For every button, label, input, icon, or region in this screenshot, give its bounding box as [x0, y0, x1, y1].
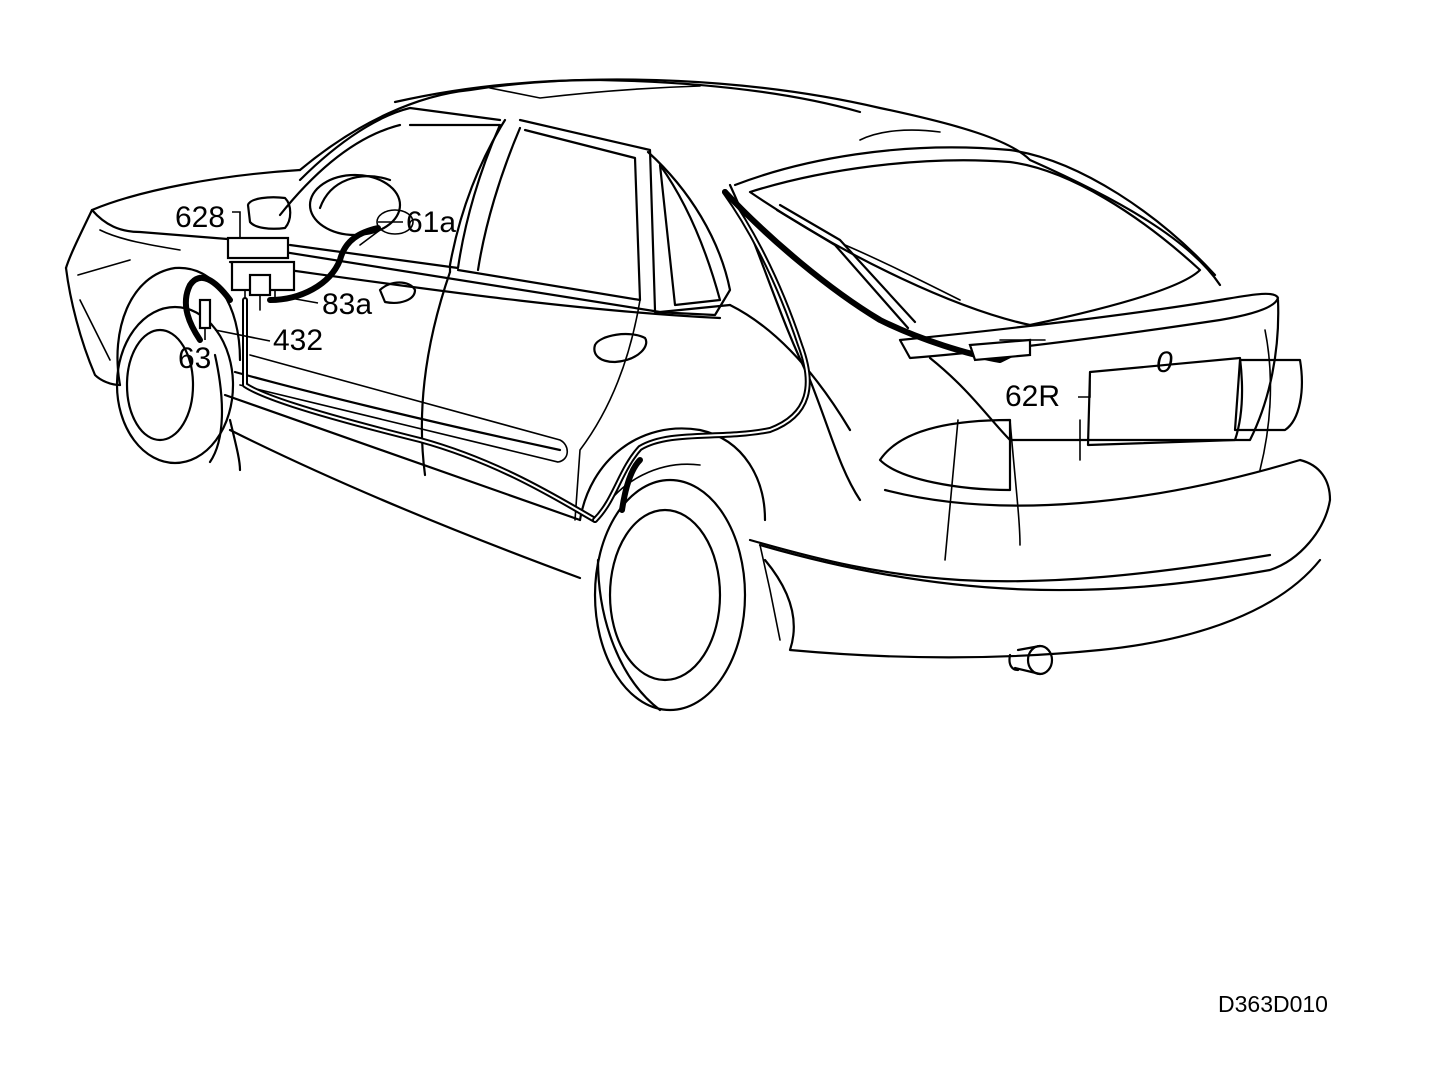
callout-62R: 62R	[1005, 380, 1060, 413]
callout-61a: 61a	[406, 206, 456, 239]
callout-leaders	[204, 211, 1091, 398]
callout-432: 432	[273, 324, 323, 357]
drawing-code: D363D010	[1218, 991, 1328, 1017]
callout-83a: 83a	[322, 288, 372, 321]
callout-labels: 628 61a 83a 432 63 62R 0	[175, 201, 1173, 413]
callout-63: 63	[178, 342, 211, 375]
callout-628: 628	[175, 201, 225, 234]
wiring-harness	[182, 189, 1046, 523]
rear-badge: 0	[1156, 346, 1173, 379]
car-body	[64, 78, 1332, 712]
